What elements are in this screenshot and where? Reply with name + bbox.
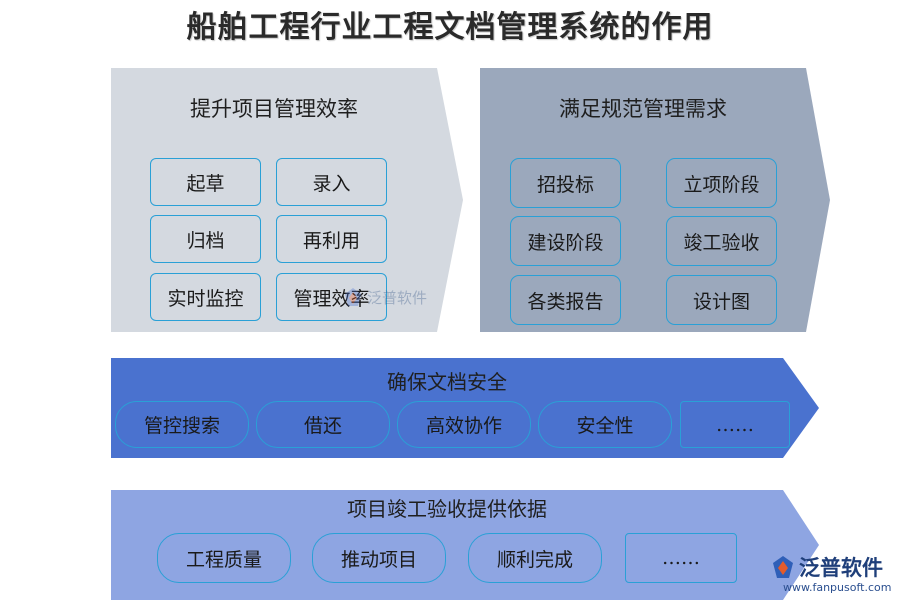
item-box: …… xyxy=(625,533,737,583)
brand-logo-icon xyxy=(773,556,793,578)
page-title: 船舶工程行业工程文档管理系统的作用 xyxy=(186,10,714,45)
item-box: 工程质量 xyxy=(157,533,291,583)
panel-compliance: 满足规范管理需求 招投标 立项阶段 建设阶段 竣工验收 各类报告 设计图 xyxy=(480,68,830,332)
item-box: 顺利完成 xyxy=(468,533,602,583)
panel-improve-efficiency: 提升项目管理效率 起草 录入 归档 再利用 实时监控 管理效率 xyxy=(111,68,463,332)
item-box: 安全性 xyxy=(538,401,672,448)
brand-logo: 泛普软件 xyxy=(770,552,883,582)
item-box: 录入 xyxy=(276,158,387,206)
panel-title: 满足规范管理需求 xyxy=(559,97,727,121)
brand-url: www.fanpusoft.com xyxy=(783,581,892,594)
panel-title: 确保文档安全 xyxy=(387,370,507,394)
item-box: 设计图 xyxy=(666,275,777,325)
item-box: 高效协作 xyxy=(397,401,531,448)
item-box: 管理效率 xyxy=(276,273,387,321)
panel-document-security: 确保文档安全 管控搜索 借还 高效协作 安全性 …… xyxy=(111,358,819,458)
item-box: 借还 xyxy=(256,401,390,448)
item-box: …… xyxy=(680,401,790,448)
item-box: 归档 xyxy=(150,215,261,263)
item-box: 招投标 xyxy=(510,158,621,208)
item-box: 建设阶段 xyxy=(510,216,621,266)
panel-title: 提升项目管理效率 xyxy=(190,97,358,121)
item-box: 竣工验收 xyxy=(666,216,777,266)
panel-title: 项目竣工验收提供依据 xyxy=(347,497,547,521)
item-box: 管控搜索 xyxy=(115,401,249,448)
watermark-text: 泛普软件 xyxy=(367,288,428,307)
panel-acceptance-basis: 项目竣工验收提供依据 工程质量 推动项目 顺利完成 …… xyxy=(111,490,819,600)
brand-logo-icon xyxy=(345,288,361,306)
item-box: 各类报告 xyxy=(510,275,621,325)
item-box: 立项阶段 xyxy=(666,158,777,208)
item-box: 实时监控 xyxy=(150,273,261,321)
item-box: 推动项目 xyxy=(312,533,446,583)
brand-name: 泛普软件 xyxy=(799,556,883,580)
watermark: 泛普软件 xyxy=(342,286,427,308)
item-box: 再利用 xyxy=(276,215,387,263)
item-box: 起草 xyxy=(150,158,261,206)
